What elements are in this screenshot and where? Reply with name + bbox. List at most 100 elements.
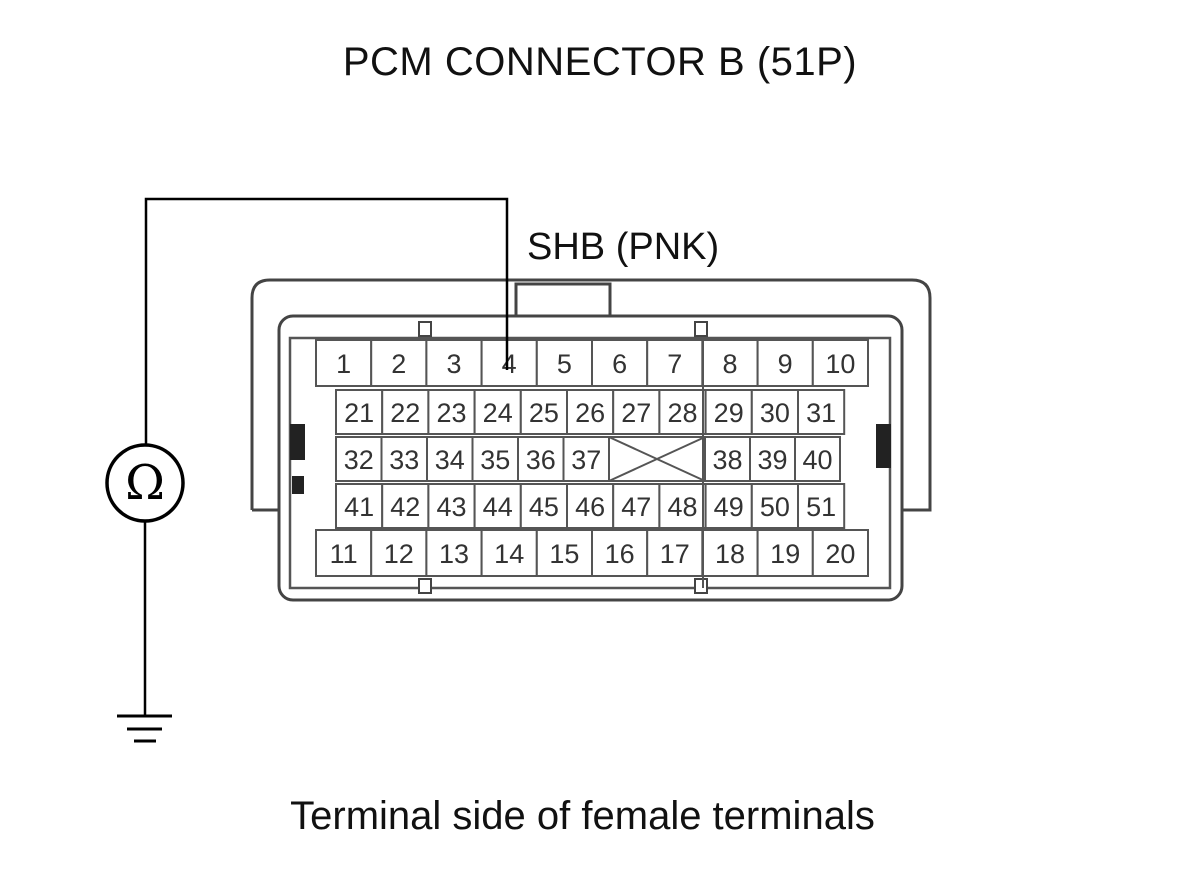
pin-label: 7 bbox=[667, 349, 682, 379]
pin-label: 50 bbox=[760, 492, 790, 522]
pin-label: 49 bbox=[714, 492, 744, 522]
pin-cell bbox=[566, 483, 615, 529]
pin-label: 40 bbox=[802, 445, 832, 475]
pin-label: 13 bbox=[439, 539, 469, 569]
pin-label: 11 bbox=[330, 539, 358, 569]
pin-label: 44 bbox=[483, 492, 513, 522]
left-latch-small bbox=[292, 476, 304, 494]
connector-notch bbox=[418, 578, 432, 594]
pin-label: 47 bbox=[621, 492, 651, 522]
pin-label: 43 bbox=[436, 492, 466, 522]
pin-label: 46 bbox=[575, 492, 605, 522]
connector-notch bbox=[418, 321, 432, 337]
pin-label: 21 bbox=[344, 398, 374, 428]
pin-label: 37 bbox=[571, 445, 601, 475]
pin-label: 18 bbox=[715, 539, 745, 569]
pin-label: 45 bbox=[529, 492, 559, 522]
pin-cell bbox=[517, 436, 565, 482]
connector-notch bbox=[694, 321, 708, 337]
pin-label: 34 bbox=[435, 445, 465, 475]
pin-label: 2 bbox=[391, 349, 406, 379]
pin-label: 15 bbox=[549, 539, 579, 569]
caption: Terminal side of female terminals bbox=[290, 794, 875, 838]
pin-label: 41 bbox=[344, 492, 374, 522]
pin-cell bbox=[566, 389, 615, 435]
probe-wire bbox=[144, 197, 509, 448]
ground-icon bbox=[117, 714, 172, 743]
wire-label: SHB (PNK) bbox=[527, 226, 720, 268]
pin-cell bbox=[797, 389, 846, 435]
pin-label: 38 bbox=[712, 445, 742, 475]
pin-cell bbox=[335, 389, 384, 435]
connector-notch bbox=[694, 578, 708, 594]
pin-label: 16 bbox=[605, 539, 635, 569]
pin-label: 29 bbox=[714, 398, 744, 428]
pin-cell bbox=[335, 436, 383, 482]
pin-cell bbox=[427, 483, 476, 529]
pin-cell bbox=[381, 389, 430, 435]
pin-label: 42 bbox=[390, 492, 420, 522]
pin-cell bbox=[480, 529, 538, 577]
pin-label: 28 bbox=[667, 398, 697, 428]
pin-label: 39 bbox=[757, 445, 787, 475]
pin-cell bbox=[646, 339, 704, 387]
pin-label: 4 bbox=[502, 349, 517, 379]
pin-label: 9 bbox=[778, 349, 793, 379]
pin-cell bbox=[646, 529, 704, 577]
left-latch bbox=[290, 424, 305, 460]
pin-cell bbox=[425, 529, 483, 577]
pin-label: 27 bbox=[621, 398, 651, 428]
pin-label: 6 bbox=[612, 349, 627, 379]
pin-cell bbox=[535, 339, 593, 387]
pin-cell bbox=[811, 339, 869, 387]
pin-cell bbox=[797, 483, 846, 529]
pin-label: 22 bbox=[390, 398, 420, 428]
pin-label: 33 bbox=[389, 445, 419, 475]
pin-cell bbox=[519, 389, 568, 435]
pin-cell bbox=[794, 436, 841, 482]
connector-lock-tab bbox=[514, 282, 612, 318]
pin-cell bbox=[612, 389, 661, 435]
pin-label: 3 bbox=[446, 349, 461, 379]
right-latch bbox=[876, 424, 891, 468]
pin-label: 51 bbox=[806, 492, 836, 522]
pin-label: 19 bbox=[770, 539, 800, 569]
pin-label: 1 bbox=[336, 349, 351, 379]
pin-label: 30 bbox=[760, 398, 790, 428]
pin-cell bbox=[811, 529, 869, 577]
pin-label: 25 bbox=[529, 398, 559, 428]
pin-label: 32 bbox=[344, 445, 374, 475]
pin-cell bbox=[427, 389, 476, 435]
pin-cell bbox=[471, 436, 519, 482]
pin-label: 10 bbox=[825, 349, 855, 379]
pin-label: 8 bbox=[722, 349, 737, 379]
pin-label: 48 bbox=[667, 492, 697, 522]
pin-label: 35 bbox=[480, 445, 510, 475]
pin-label: 24 bbox=[483, 398, 513, 428]
pin-cell bbox=[370, 529, 428, 577]
pin-label: 26 bbox=[575, 398, 605, 428]
pin-cell bbox=[701, 529, 759, 577]
diagram-title: PCM CONNECTOR B (51P) bbox=[342, 40, 858, 84]
pin-label: 12 bbox=[384, 539, 414, 569]
pin-cell bbox=[591, 529, 649, 577]
pin-label: 31 bbox=[806, 398, 836, 428]
pin-label: 5 bbox=[557, 349, 572, 379]
pin-label: 20 bbox=[825, 539, 855, 569]
ohm-icon: Ω bbox=[125, 455, 165, 511]
pin-cell bbox=[335, 483, 384, 529]
pin-label: 36 bbox=[526, 445, 556, 475]
pin-cell bbox=[704, 389, 753, 435]
pin-cell bbox=[381, 483, 430, 529]
pin-cell bbox=[473, 389, 522, 435]
pin-cell bbox=[473, 483, 522, 529]
pin-label: 17 bbox=[660, 539, 690, 569]
connector-outer-housing bbox=[250, 278, 932, 512]
pin-cell bbox=[426, 436, 474, 482]
blocked-cavity bbox=[608, 436, 706, 482]
pin-cell bbox=[591, 339, 649, 387]
pin-label: 23 bbox=[436, 398, 466, 428]
pin-label: 14 bbox=[494, 539, 524, 569]
